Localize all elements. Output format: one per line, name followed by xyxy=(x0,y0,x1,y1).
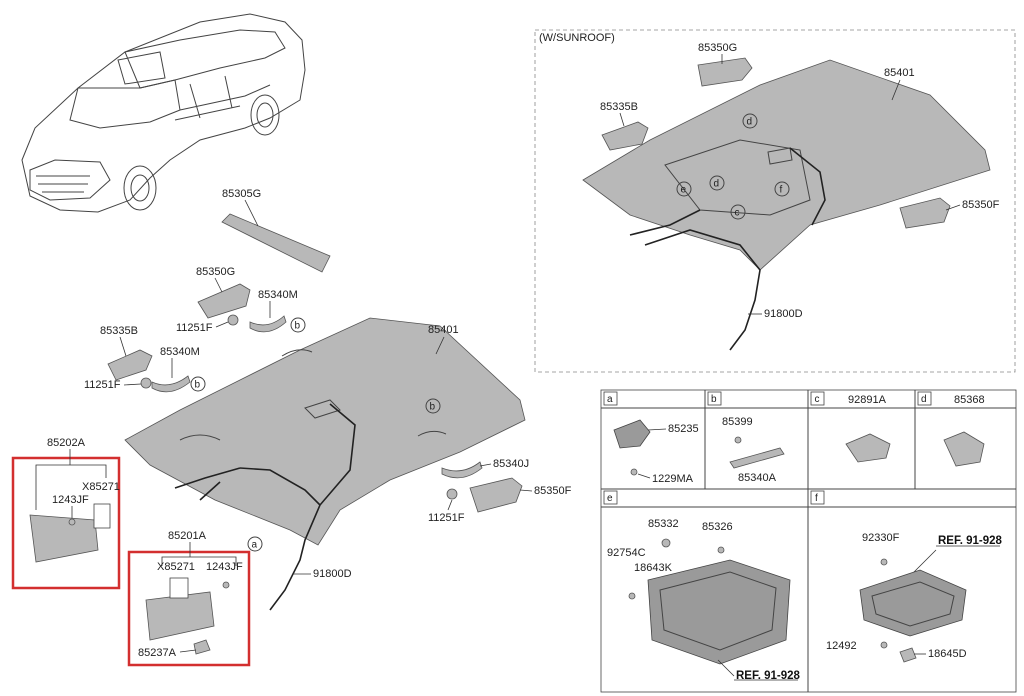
svg-text:b: b xyxy=(195,380,201,391)
svg-text:85332: 85332 xyxy=(648,518,679,530)
label-1243JF-right: 1243JF xyxy=(206,561,243,573)
svg-text:85235: 85235 xyxy=(668,423,699,435)
part-85305G-strip: 85305G xyxy=(221,188,331,273)
svg-text:a: a xyxy=(252,540,258,551)
part-11251F-clip-top: 11251F xyxy=(176,314,239,334)
svg-text:f: f xyxy=(815,493,818,504)
sun-visor-left-group: 85202A X85271 1243JF xyxy=(11,437,121,590)
svg-text:12492: 12492 xyxy=(826,640,857,652)
label-91800D: 91800D xyxy=(313,568,352,580)
vehicle-illustration xyxy=(21,13,306,213)
headliner-main: 85401 xyxy=(124,317,526,611)
svg-text:REF. 91-928: REF. 91-928 xyxy=(736,670,801,682)
part-85340M-handle-mid: 85340M xyxy=(151,346,200,393)
label-85401: 85401 xyxy=(428,324,459,336)
detail-cell-b: b 85399 85340A xyxy=(707,391,785,484)
part-11251F-clip-left: 11251F xyxy=(84,377,152,391)
label-91800D-sr: 91800D xyxy=(764,308,803,320)
label-11251F-right: 11251F xyxy=(428,512,465,524)
part-11251F-clip-right: 11251F xyxy=(428,488,465,524)
svg-text:c: c xyxy=(735,208,740,219)
detail-cell-a: a 85235 1229MA xyxy=(603,391,699,485)
label-1243JF-left: 1243JF xyxy=(52,494,89,506)
detail-table: a 85235 1229MA b 85399 85340A c 92891A xyxy=(600,389,1017,693)
svg-text:92754C: 92754C xyxy=(607,547,646,559)
part-85350F-bracket: 85350F xyxy=(469,477,572,513)
label-85305G: 85305G xyxy=(222,188,261,200)
label-85237A: 85237A xyxy=(138,647,177,659)
detail-cell-d: d 85368 xyxy=(917,391,985,467)
callout-d-sr-2[interactable]: d xyxy=(709,175,725,191)
label-85340M-mid: 85340M xyxy=(160,346,200,358)
label-85350G: 85350G xyxy=(196,266,235,278)
callout-f-sr[interactable]: f xyxy=(774,181,790,197)
svg-text:18645D: 18645D xyxy=(928,648,967,660)
label-X85271-left: X85271 xyxy=(82,481,120,493)
sunroof-title: (W/SUNROOF) xyxy=(539,32,615,44)
svg-text:d: d xyxy=(747,117,753,128)
part-85340M-handle-top: 85340M xyxy=(249,289,298,333)
sun-visor-right-group: 85201A X85271 1243JF 85237A xyxy=(127,530,251,667)
callout-b-2[interactable]: b xyxy=(190,376,206,392)
svg-text:b: b xyxy=(430,402,436,413)
part-85350G-bracket: 85350G xyxy=(196,266,251,319)
label-85350F-sr: 85350F xyxy=(962,199,1000,211)
label-85202A: 85202A xyxy=(47,437,86,449)
label-11251F-top: 11251F xyxy=(176,322,213,334)
callout-b-3[interactable]: b xyxy=(425,398,441,414)
svg-text:f: f xyxy=(780,185,783,196)
svg-text:85399: 85399 xyxy=(722,416,753,428)
svg-text:85368: 85368 xyxy=(954,394,985,406)
callout-c-sr[interactable]: c xyxy=(730,204,746,220)
callout-b-1[interactable]: b xyxy=(290,317,306,333)
svg-text:d: d xyxy=(714,179,720,190)
sunroof-variant-panel: (W/SUNROOF) 85350G 85335B 85401 85350F 9… xyxy=(534,29,1016,373)
detail-cell-c: c 92891A xyxy=(810,391,891,463)
label-85340M-top: 85340M xyxy=(258,289,298,301)
label-85350G-sr: 85350G xyxy=(698,42,737,54)
part-85335B-bracket: 85335B xyxy=(100,325,153,381)
svg-text:92330F: 92330F xyxy=(862,532,900,544)
detail-cell-e: e 85332 85326 92754C 18643K REF. 91-928 xyxy=(603,490,801,682)
label-X85271-right: X85271 xyxy=(157,561,195,573)
label-85350F: 85350F xyxy=(534,485,572,497)
label-85340J: 85340J xyxy=(493,458,529,470)
callout-e-sr[interactable]: e xyxy=(676,181,692,197)
svg-text:85326: 85326 xyxy=(702,521,733,533)
svg-text:92891A: 92891A xyxy=(848,394,887,406)
svg-text:e: e xyxy=(607,493,613,504)
callout-a-main[interactable]: a xyxy=(247,536,263,552)
part-91800D-wire: 91800D xyxy=(293,568,352,580)
detail-cell-f: f 92330F REF. 91-928 12492 18645D xyxy=(810,490,1003,663)
svg-text:b: b xyxy=(711,394,717,405)
part-85340J-handle: 85340J xyxy=(441,458,529,479)
label-85401-sr: 85401 xyxy=(884,67,915,79)
label-85335B: 85335B xyxy=(100,325,138,337)
label-85201A: 85201A xyxy=(168,530,207,542)
svg-text:e: e xyxy=(681,185,687,196)
svg-text:a: a xyxy=(607,394,613,405)
svg-text:1229MA: 1229MA xyxy=(652,473,694,485)
svg-text:d: d xyxy=(921,394,927,405)
label-85335B-sr: 85335B xyxy=(600,101,638,113)
svg-text:b: b xyxy=(295,321,301,332)
svg-text:REF. 91-928: REF. 91-928 xyxy=(938,535,1003,547)
svg-text:18643K: 18643K xyxy=(634,562,673,574)
svg-text:c: c xyxy=(815,394,820,405)
label-11251F-left: 11251F xyxy=(84,379,121,391)
svg-text:85340A: 85340A xyxy=(738,472,777,484)
callout-d-sr-1[interactable]: d xyxy=(742,113,758,129)
